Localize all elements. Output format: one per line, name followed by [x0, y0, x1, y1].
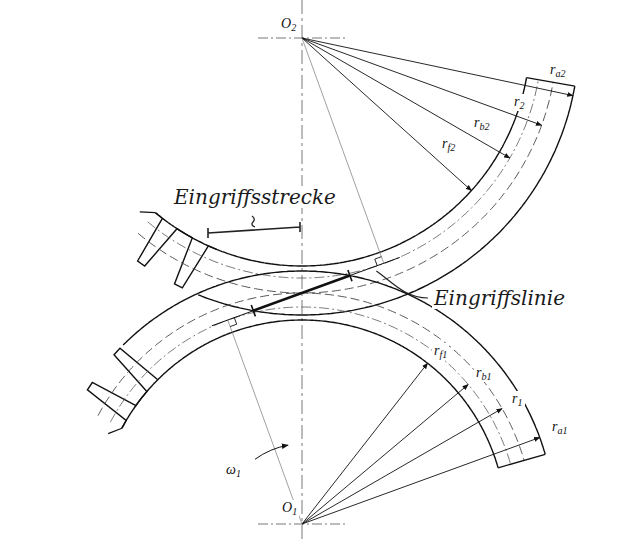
radius-arrow [302, 409, 502, 525]
radius-label: rb1 [474, 365, 494, 382]
handwritten-note: Eingriffslinie [432, 287, 567, 309]
break-line [140, 211, 156, 213]
break-line [108, 428, 122, 433]
angular-velocity-label: ω1 [224, 462, 243, 479]
right-angle-mark [375, 257, 382, 266]
base-radius-line [302, 38, 384, 263]
length-bracket [208, 222, 300, 238]
pitch-circle [138, 82, 553, 293]
handwritten-leader [376, 271, 428, 298]
gear-geometry [87, 0, 574, 542]
line-of-action [212, 257, 400, 325]
gear-section-end [498, 454, 545, 468]
center-label: O1 [280, 500, 299, 517]
handwritten-note: Eingriffsstrecke [172, 186, 338, 208]
base-circle [148, 80, 539, 278]
tooth-profile [87, 348, 157, 428]
radius-label: rf1 [432, 343, 449, 360]
radius-label: r2 [512, 94, 527, 111]
center-label: O2 [279, 16, 298, 33]
radius-arrow [302, 38, 542, 125]
tooth-profile [138, 213, 217, 288]
base-circle [110, 307, 510, 464]
radius-arrow [302, 363, 428, 524]
radius-arrow [302, 38, 471, 191]
rotation-arrow [255, 445, 288, 459]
radius-arrow [302, 38, 510, 158]
gear-section-end [527, 78, 575, 87]
base-radius-line [228, 320, 302, 524]
handwritten-leader [252, 216, 255, 227]
radius-arrow [302, 438, 540, 525]
radius-label: rf2 [440, 136, 457, 153]
pitch-circle [98, 293, 524, 460]
contact-end-tick [251, 305, 255, 316]
radius-label: rb2 [472, 115, 492, 132]
radius-label: ra1 [550, 419, 570, 436]
radius-label: r1 [510, 391, 525, 408]
contact-end-tick [348, 270, 352, 281]
path-of-contact [253, 276, 350, 311]
radius-label: ra2 [548, 62, 568, 79]
right-angle-mark [230, 318, 237, 327]
radius-arrow [302, 385, 468, 525]
root-circle [122, 320, 498, 468]
root-circle [155, 78, 526, 266]
